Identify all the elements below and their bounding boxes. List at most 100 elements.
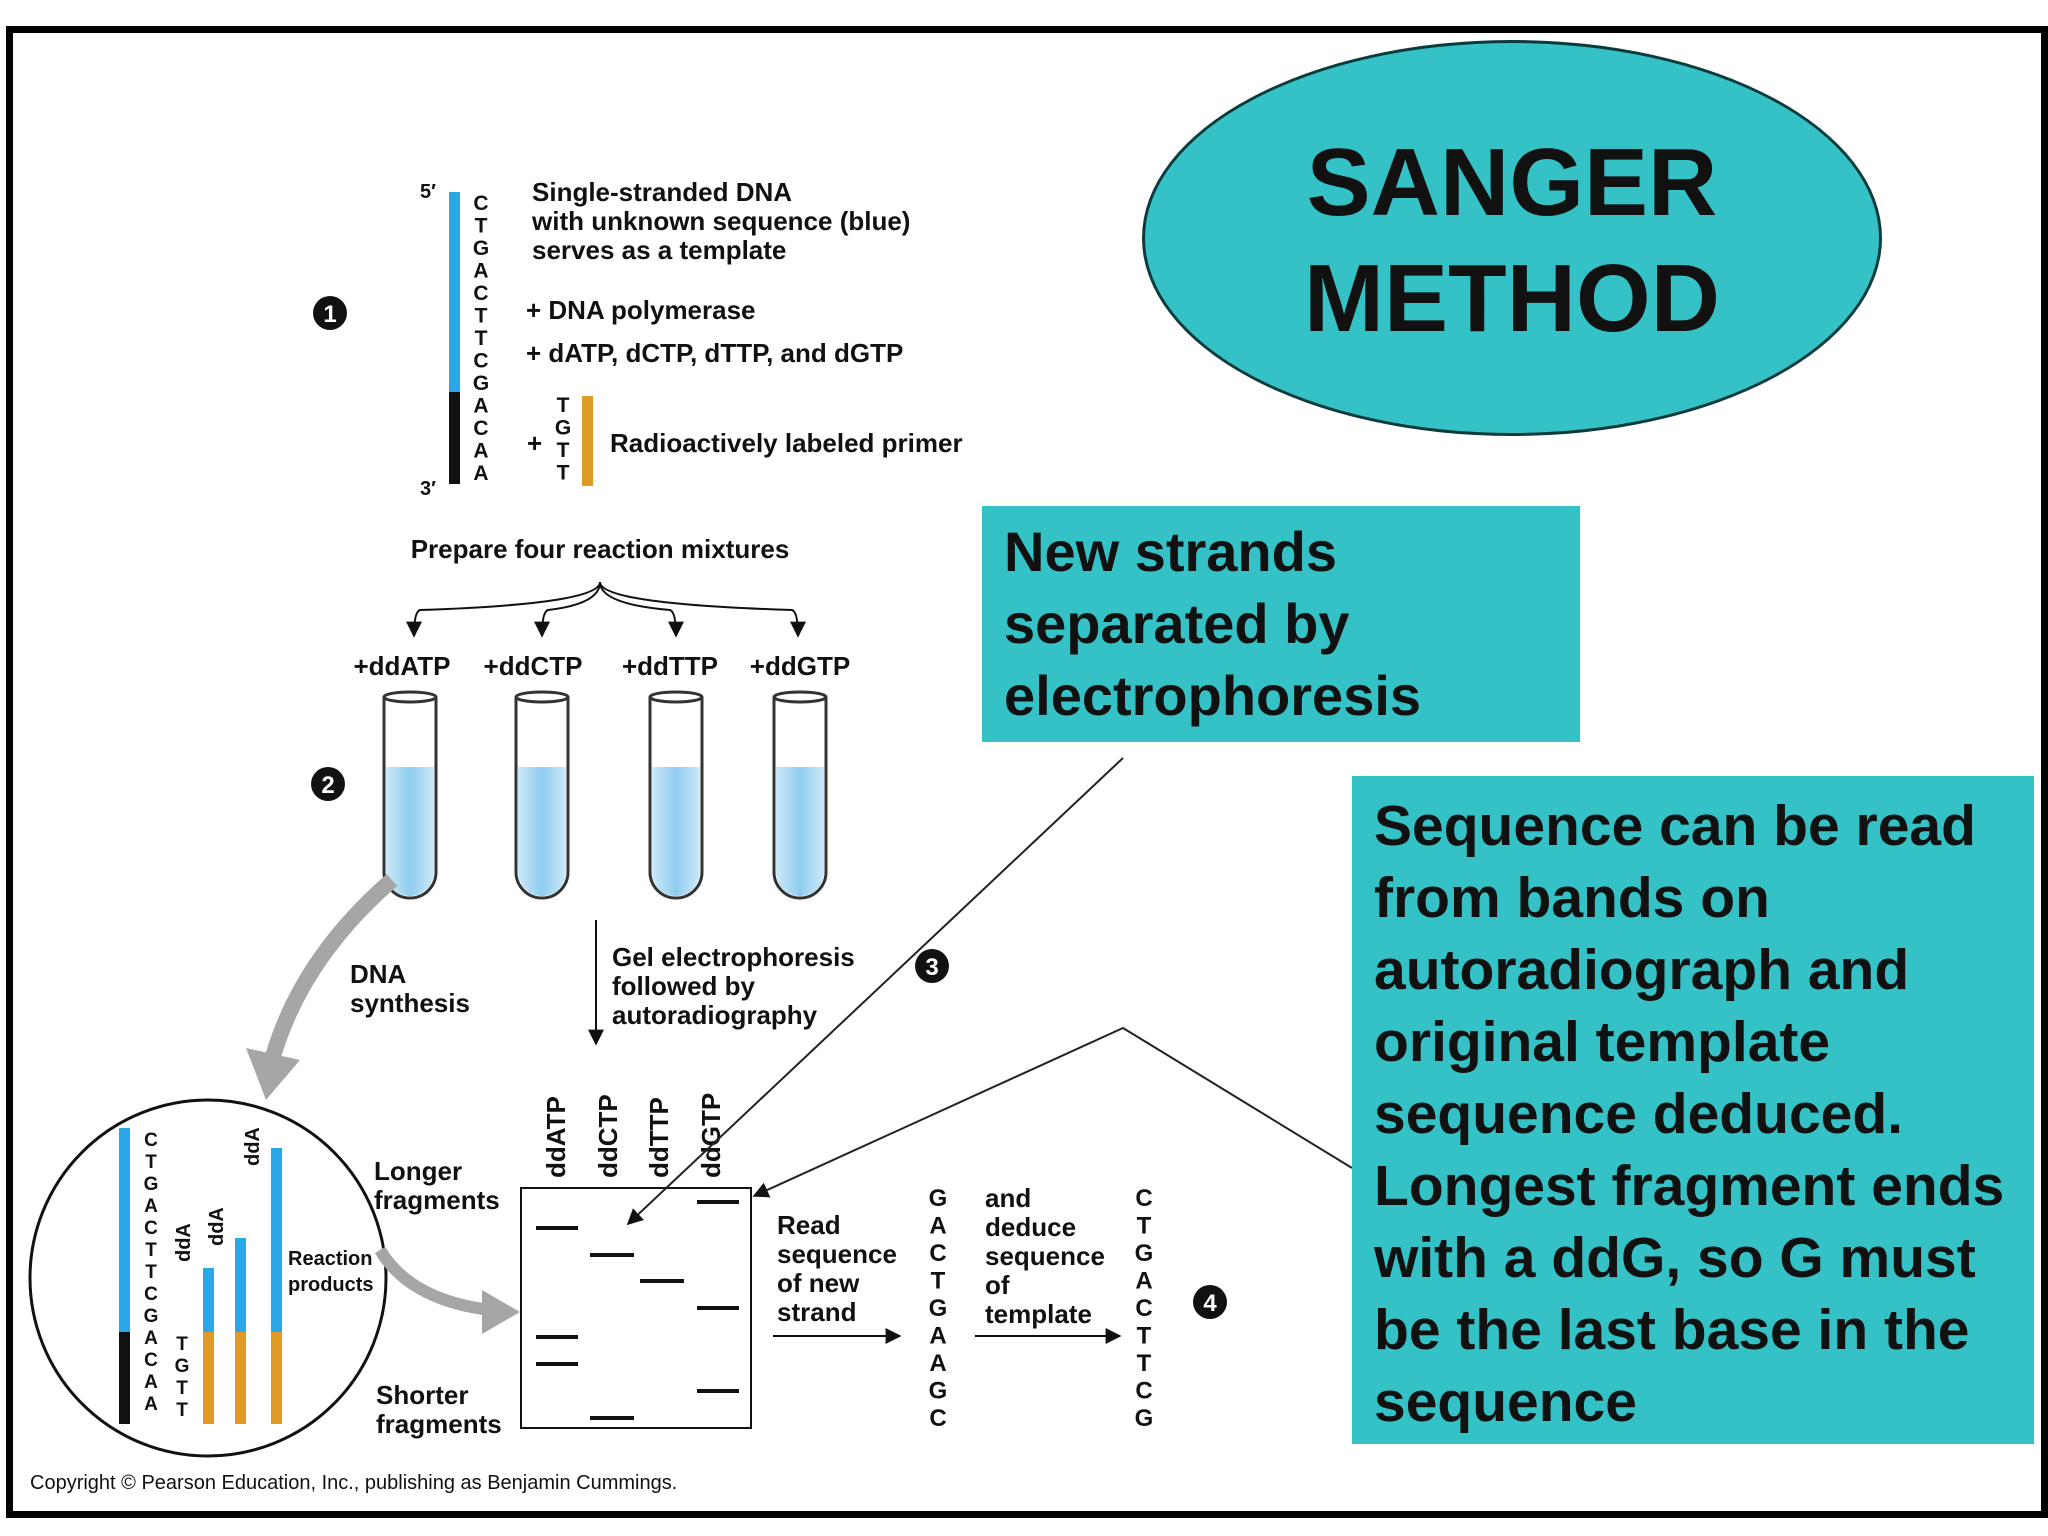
tube-label-ddatp: +ddATP <box>353 651 450 681</box>
template-base: A <box>473 260 488 283</box>
template-base: T <box>475 305 488 328</box>
primer-base: G <box>555 417 571 440</box>
gel-method-line3: autoradiography <box>612 1000 818 1030</box>
primer-base: T <box>557 439 570 462</box>
products-to-gel-arrow <box>374 1246 520 1334</box>
circle-primer-base: G <box>175 1356 190 1377</box>
callout-line: separated by <box>1004 592 1350 655</box>
new-strand-base: G <box>929 1295 948 1322</box>
dntps-label: + dATP, dCTP, dTTP, and dGTP <box>526 338 903 368</box>
tube-label-ddttp: +ddTTP <box>622 651 718 681</box>
template-seq-base: C <box>1135 1185 1152 1212</box>
circle-template-base: T <box>145 1240 157 1261</box>
template-seq-base: C <box>1135 1378 1152 1405</box>
five-prime-label: 5′ <box>420 181 436 203</box>
callout-line: electrophoresis <box>1004 664 1422 727</box>
new-strand-base: T <box>931 1268 946 1295</box>
deduce-line2: deduce <box>985 1212 1076 1242</box>
step-marker-1 <box>313 296 347 330</box>
read-line1: Read <box>777 1210 841 1240</box>
tube-label-ddgtp: +ddGTP <box>750 651 850 681</box>
product-short-blue <box>203 1268 214 1332</box>
callout-line: Longest fragment ends <box>1374 1154 2005 1218</box>
template-base: C <box>473 192 488 215</box>
circle-template-base: C <box>144 1284 158 1305</box>
circle-template-base: C <box>144 1350 158 1371</box>
lane-label-ddttp: ddTTP <box>644 1097 674 1178</box>
circle-template-base: T <box>145 1262 157 1283</box>
electro-callout-pointer <box>626 757 1124 1226</box>
dna-polymerase-label: + DNA polymerase <box>526 295 756 325</box>
read-line2: sequence <box>777 1239 897 1269</box>
primer-base: T <box>557 394 570 417</box>
reaction-label-line1: Reaction <box>288 1248 372 1270</box>
primer-label: Radioactively labeled primer <box>610 428 963 458</box>
circle-primer-base: T <box>176 1334 188 1355</box>
primer-plus: + <box>527 428 542 458</box>
template-desc-line2: with unknown sequence (blue) <box>531 206 910 236</box>
circle-primer-base: T <box>176 1378 188 1399</box>
tube-ddctp <box>514 690 570 900</box>
primer-strand <box>582 396 593 486</box>
ddA-label-3: ddA <box>242 1127 264 1166</box>
step-2: Prepare four reaction mixtures +ddATP +d… <box>311 534 850 900</box>
longer-fragments-line1: Longer <box>374 1156 462 1186</box>
template-base: G <box>473 372 489 395</box>
tube-label-ddctp: +ddCTP <box>484 651 583 681</box>
template-base: C <box>473 350 488 373</box>
template-seq-base: T <box>1137 1350 1152 1377</box>
template-base: C <box>473 417 488 440</box>
tube-ddgtp <box>772 690 828 900</box>
step-marker-1-label: 1 <box>323 301 336 328</box>
callout-line: with a ddG, so G must <box>1374 1226 1976 1290</box>
template-base: G <box>473 237 489 260</box>
step-marker-3-label: 3 <box>925 954 938 981</box>
three-prime-label: 3′ <box>420 478 436 500</box>
template-desc-line1: Single-stranded DNA <box>532 177 792 207</box>
callout-line: New strands <box>1004 520 1337 583</box>
callout-line: from bands on <box>1374 866 1770 930</box>
circle-primer-base: T <box>176 1400 188 1421</box>
callout-line: autoradiograph and <box>1374 938 1910 1002</box>
new-strand-base: C <box>929 1405 946 1432</box>
circle-template-base: C <box>144 1218 158 1239</box>
step-marker-2 <box>311 767 345 801</box>
mix-arrow-g <box>599 581 806 638</box>
product-mid-blue <box>235 1238 246 1332</box>
sequence-callout: Sequence can be read from bands on autor… <box>1352 776 2034 1444</box>
callout-line: original template <box>1374 1010 1831 1074</box>
template-seq-base: A <box>1135 1268 1152 1295</box>
product-mid-orange <box>235 1332 246 1424</box>
product-long-blue <box>271 1148 282 1332</box>
circle-template-base: G <box>144 1174 159 1195</box>
ddA-label-1: ddA <box>173 1223 195 1262</box>
circle-template-black <box>119 1332 130 1424</box>
callout-line: sequence <box>1374 1370 1637 1434</box>
template-base: A <box>473 395 488 418</box>
circle-template-base: A <box>144 1394 158 1415</box>
shorter-fragments-line1: Shorter <box>376 1380 468 1410</box>
dna-synthesis-line2: synthesis <box>350 988 470 1018</box>
circle-template-base: A <box>144 1196 158 1217</box>
template-seq-base: C <box>1135 1295 1152 1322</box>
circle-template-blue <box>119 1128 130 1332</box>
new-strand-base: G <box>929 1378 948 1405</box>
read-line4: strand <box>777 1297 856 1327</box>
callout-line: be the last base in the <box>1374 1298 1970 1362</box>
title-oval: SANGER METHOD <box>1142 40 1882 436</box>
template-base: T <box>475 215 488 238</box>
template-seq-base: G <box>1135 1405 1154 1432</box>
product-long-orange <box>271 1332 282 1424</box>
deduce-line5: template <box>985 1299 1092 1329</box>
tube-ddttp <box>648 690 704 900</box>
dna-synthesis-line1: DNA <box>350 959 407 989</box>
template-base: C <box>473 282 488 305</box>
circle-template-base: A <box>144 1372 158 1393</box>
template-base: A <box>473 462 488 485</box>
